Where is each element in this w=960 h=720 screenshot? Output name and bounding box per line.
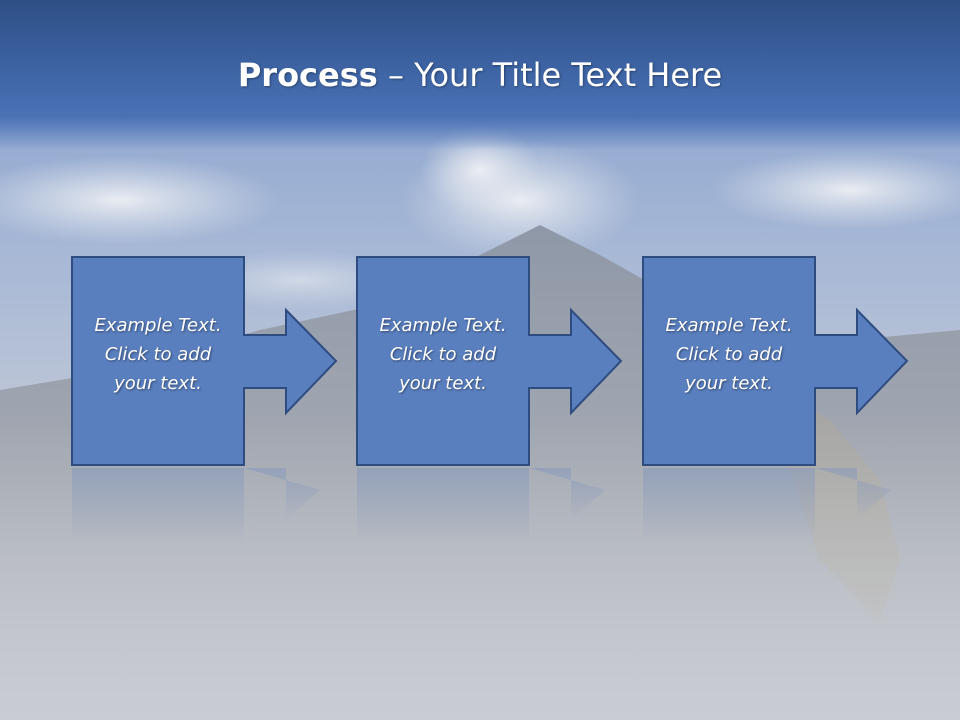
slide-title[interactable]: Process – Your Title Text Here [0, 50, 960, 100]
process-step-1-line-2: Click to add [104, 344, 212, 365]
process-step-3[interactable] [642, 256, 909, 466]
process-step-2-arrow [526, 307, 623, 416]
title-bar [0, 0, 960, 150]
process-step-1[interactable] [71, 256, 338, 466]
process-step-2-line-2: Click to add [389, 344, 497, 365]
reflection-group [72, 468, 891, 543]
process-step-2-box [356, 256, 530, 466]
process-step-3-box [642, 256, 816, 466]
process-step-3-arrow [812, 307, 909, 416]
process-step-2-text[interactable]: Example Text. Click to add your text. [357, 311, 529, 398]
process-step-2[interactable] [356, 256, 623, 466]
process-step-1-box [71, 256, 245, 466]
process-step-1-line-1: Example Text. [94, 315, 222, 336]
process-step-3-line-2: Click to add [675, 344, 783, 365]
process-step-3-line-3: your text. [685, 373, 773, 394]
slide-title-rest: – Your Title Text Here [377, 56, 723, 94]
slide-title-bold: Process [237, 56, 378, 94]
process-step-1-text[interactable]: Example Text. Click to add your text. [72, 311, 244, 398]
process-step-2-line-1: Example Text. [379, 315, 507, 336]
process-step-3-text[interactable]: Example Text. Click to add your text. [643, 311, 815, 398]
process-step-3-line-1: Example Text. [665, 315, 793, 336]
process-step-1-line-3: your text. [114, 373, 202, 394]
process-step-1-arrow [241, 307, 338, 416]
process-step-2-line-3: your text. [399, 373, 487, 394]
